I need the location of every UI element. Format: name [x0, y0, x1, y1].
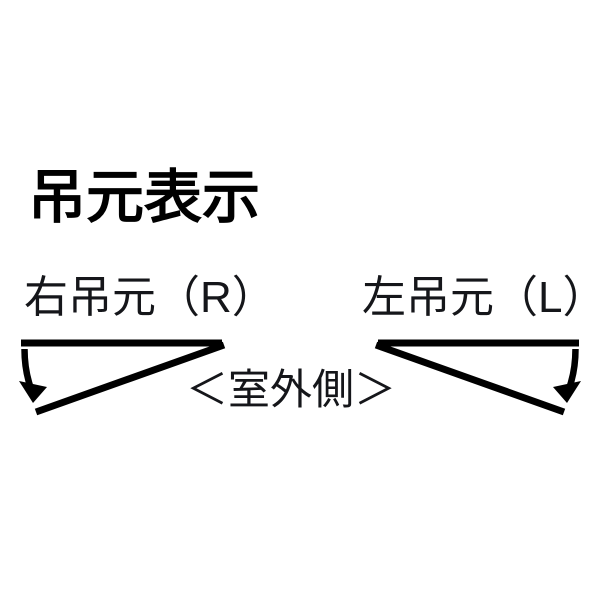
- hinge-label-left-hung: 左吊元（L）: [362, 273, 600, 322]
- hinge-label-right-hung: 右吊元（R）: [24, 273, 276, 322]
- door-leaf-line-right: [374, 341, 566, 416]
- right-door-diagram: [374, 339, 581, 416]
- swing-arrow-shaft-left: [21, 348, 35, 392]
- swing-arrow-shaft-right: [565, 348, 579, 392]
- page-title: 吊元表示: [28, 165, 261, 230]
- swing-arrow-head-left: [19, 381, 47, 403]
- outside-view-caption: ＜室外側＞: [186, 366, 397, 413]
- swing-arrow-head-right: [553, 381, 581, 403]
